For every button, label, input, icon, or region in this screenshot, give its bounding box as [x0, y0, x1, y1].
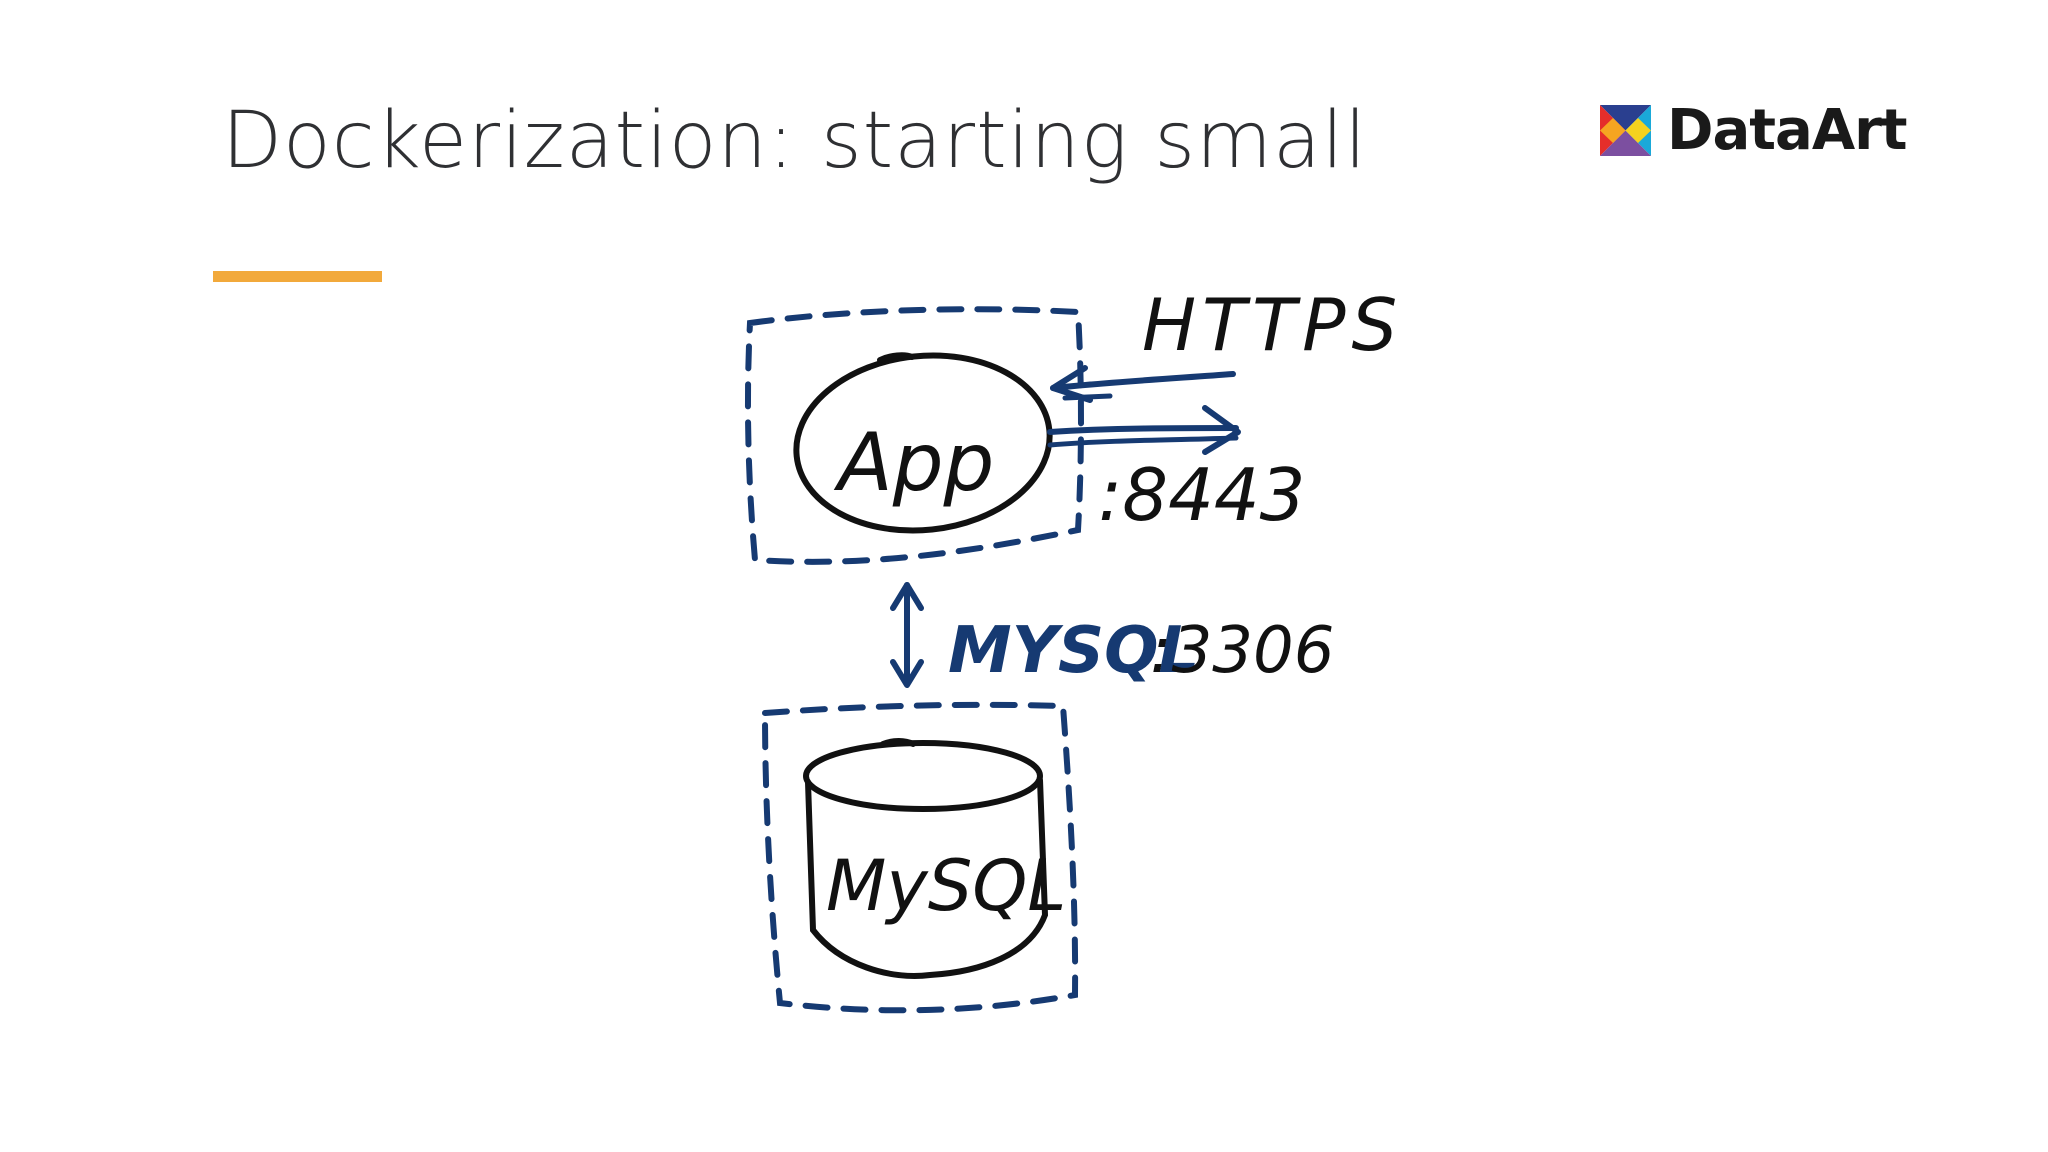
database-cylinder-top — [803, 740, 1043, 812]
dataart-logo-text: DataArt — [1667, 97, 1908, 163]
app-label: App — [833, 416, 994, 509]
database-label: MySQL — [826, 845, 1066, 927]
database-container-box — [761, 701, 1079, 1014]
title-underline — [213, 271, 382, 282]
https-inbound-arrow — [1050, 371, 1236, 391]
app-container-box — [744, 306, 1084, 565]
database-cylinder-body — [805, 777, 1049, 979]
db-link-port-label: :3306 — [1150, 614, 1334, 688]
dataart-logo: DataArt — [1600, 97, 1908, 163]
app-port-label: :8443 — [1098, 453, 1306, 537]
https-label: HTTPS — [1142, 283, 1403, 367]
db-link-protocol-label: MYSQL — [948, 614, 1199, 688]
dataart-logo-mark-icon — [1600, 104, 1651, 156]
https-outbound-arrow — [1047, 425, 1239, 435]
slide-title: Dockerization: starting small — [222, 96, 1368, 186]
